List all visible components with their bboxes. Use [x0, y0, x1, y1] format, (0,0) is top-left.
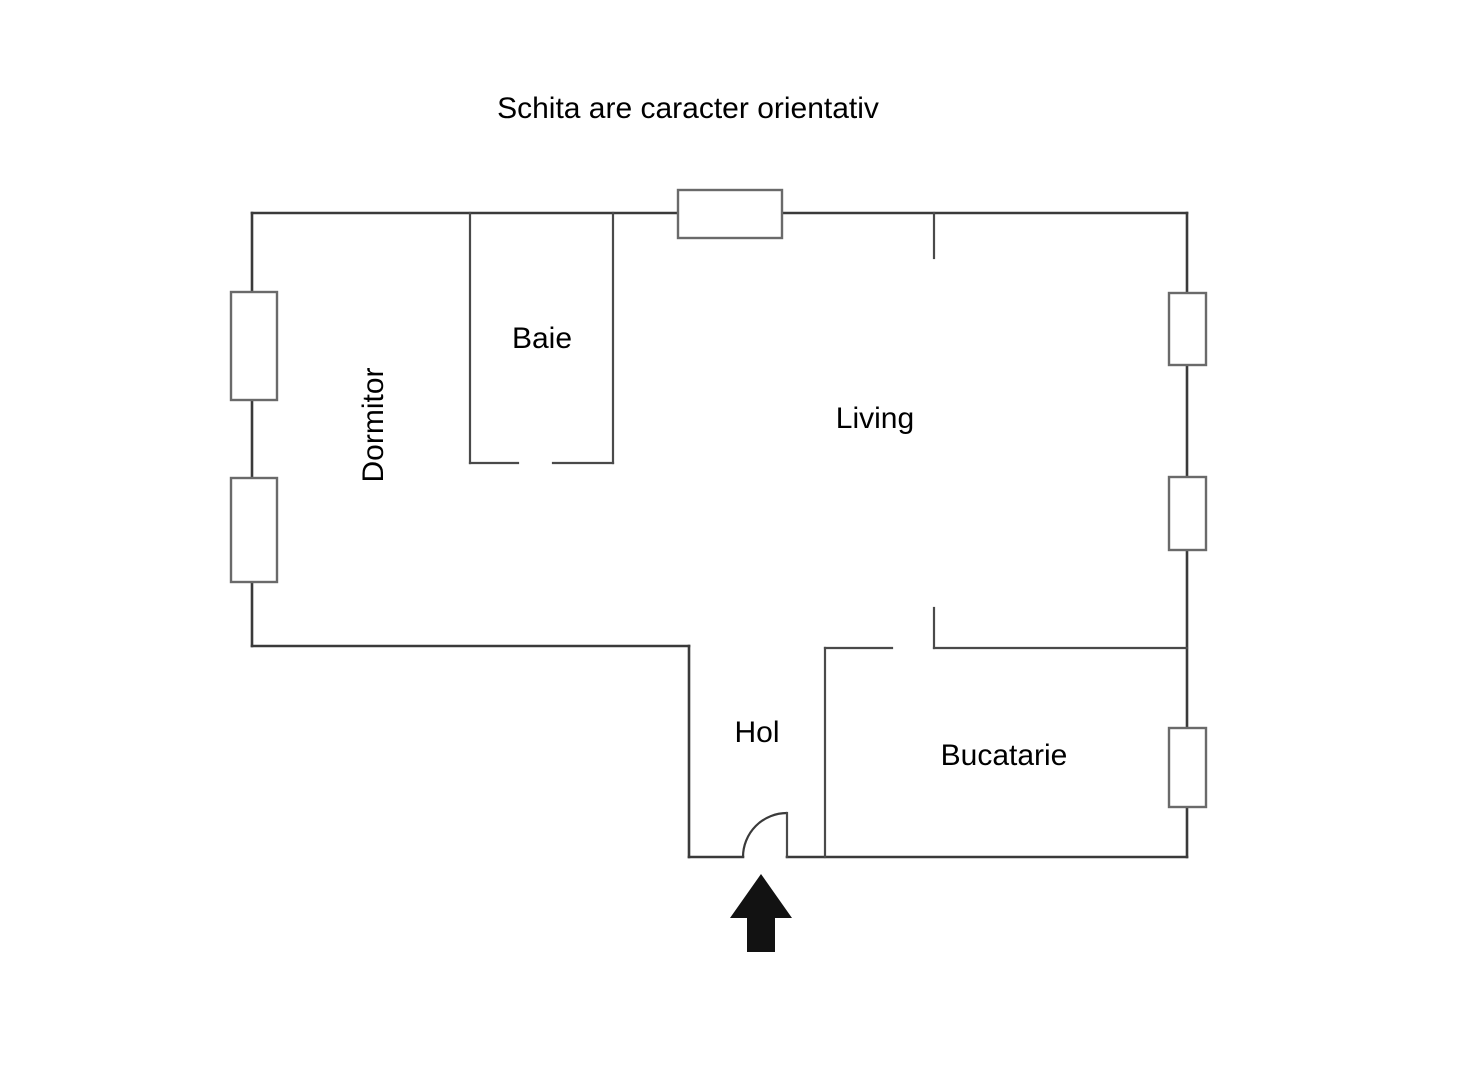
interior-walls-group — [468, 211, 1189, 859]
entrance-arrow-icon — [730, 874, 792, 952]
window-right-bucatarie — [1167, 726, 1208, 809]
window-left-upper — [229, 290, 279, 402]
window-top-living — [676, 188, 784, 240]
room-label-baie: Baie — [512, 322, 572, 355]
entrance-door-group — [741, 811, 789, 859]
entrance-door-swing-arc — [741, 811, 788, 858]
room-label-bucatarie: Bucatarie — [941, 739, 1068, 772]
room-label-living: Living — [836, 402, 914, 435]
room-label-hol: Hol — [734, 716, 779, 749]
page-title: Schita are caracter orientativ — [497, 92, 879, 125]
window-right-lower — [1167, 475, 1208, 552]
room-label-dormitor: Dormitor — [357, 367, 390, 482]
room-labels-group: Dormitor Baie Living Hol Bucatarie — [357, 322, 1067, 772]
window-right-upper — [1167, 291, 1208, 367]
window-left-lower — [229, 476, 279, 584]
windows-group — [229, 188, 1208, 809]
